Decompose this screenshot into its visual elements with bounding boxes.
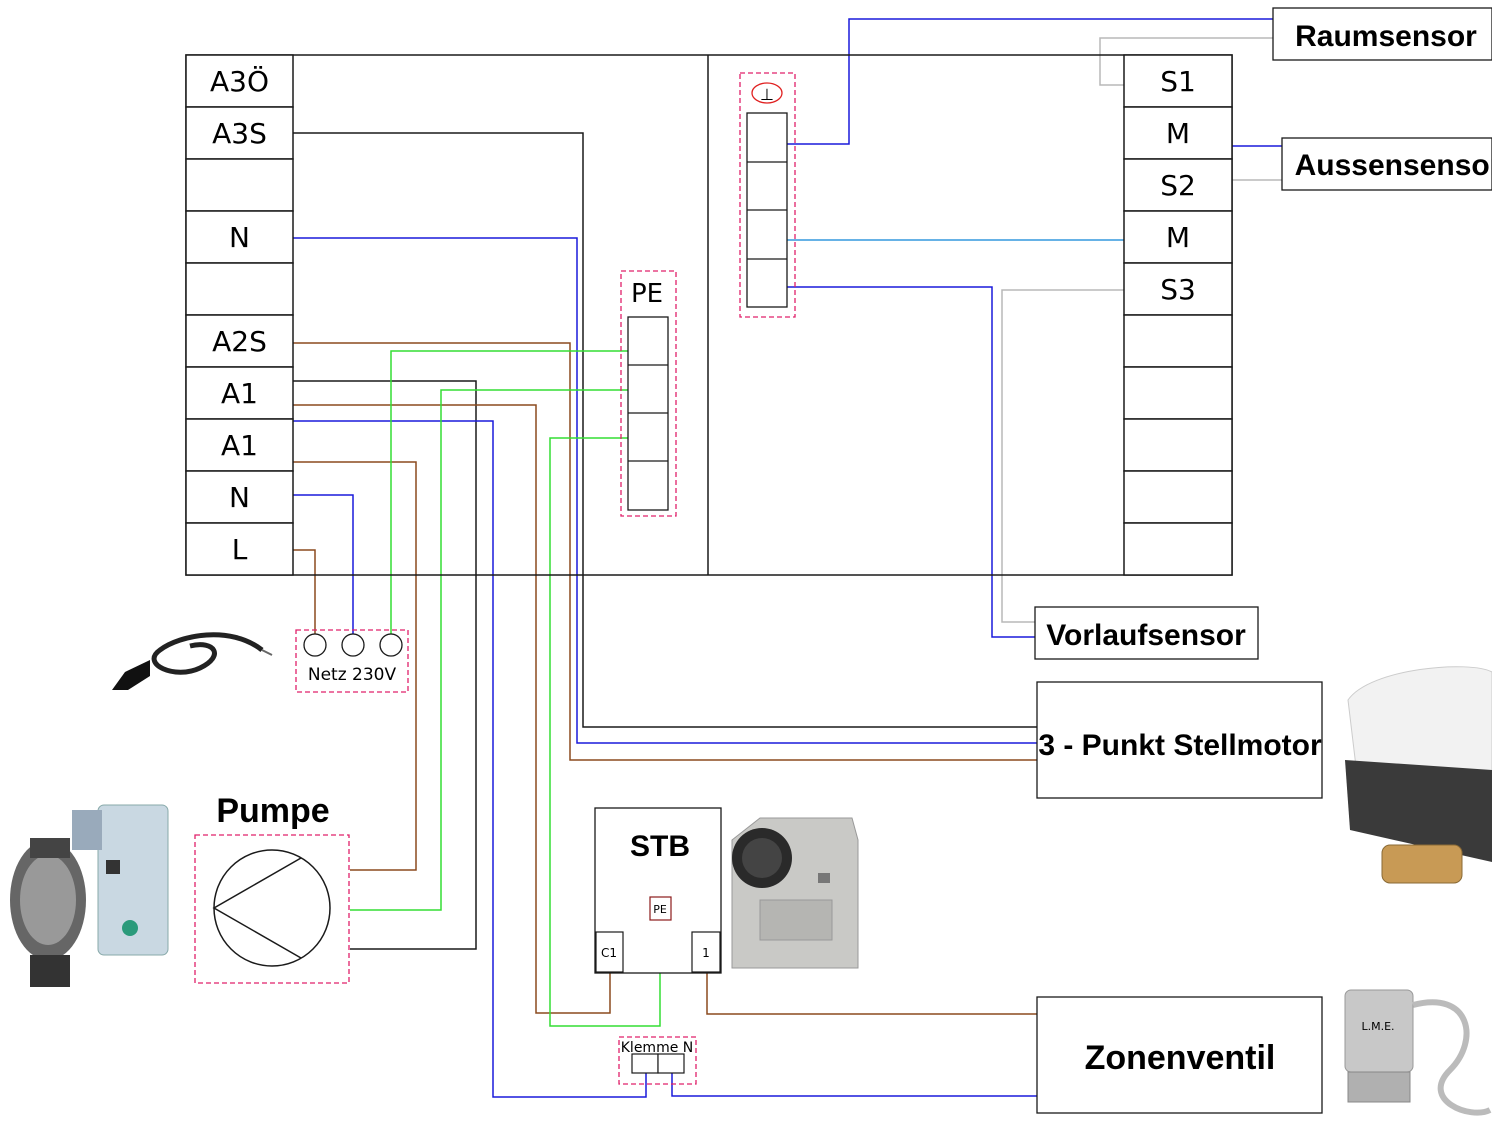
pump-picture: [10, 804, 169, 987]
klemme-n: Klemme N: [618, 1036, 697, 1085]
wire-stb-zonenventil: [706, 972, 1037, 1015]
actuator-picture: [1345, 666, 1492, 884]
stb-picture: [731, 817, 859, 969]
wire-pe-pump: [350, 389, 628, 911]
zone-valve-picture: L.M.E.: [1344, 989, 1492, 1116]
raumsensor: Raumsensor: [1272, 7, 1492, 61]
left-terminal-cell-8: [185, 470, 294, 524]
pe-block: PE: [620, 270, 677, 517]
mains-label: Netz 230V: [308, 665, 397, 685]
right-terminal-cell-0: [1123, 54, 1233, 108]
right-terminal-label-0: S1: [1160, 65, 1196, 98]
actuator-label: 3 - Punkt Stellmotor: [1038, 729, 1322, 762]
stb-box: STB PE C1 1: [594, 807, 722, 974]
ground-symbol-icon: [751, 82, 783, 104]
stb-label: STB: [630, 830, 690, 863]
right-terminal-cell-3: [1123, 210, 1233, 264]
right-terminal-cell-9: [1123, 522, 1233, 576]
vorlaufsensor-label: Vorlaufsensor: [1046, 619, 1246, 652]
right-terminal-label-1: M: [1166, 117, 1190, 150]
left-terminal-cell-2: [185, 158, 294, 212]
wire-a1-black-pump: [293, 380, 477, 950]
pump-label: Pumpe: [216, 792, 329, 830]
stb-1-label: 1: [702, 946, 710, 960]
right-terminal-label-2: S2: [1160, 169, 1196, 202]
vorlaufsensor: Vorlaufsensor: [1034, 606, 1259, 660]
left-terminal-cell-9: [185, 522, 294, 576]
left-terminal-cell-1: [185, 106, 294, 160]
left-terminal-label-0: A3Ö: [210, 64, 269, 98]
zonenventil-label: Zonenventil: [1085, 1039, 1276, 1077]
raumsensor-label: Raumsensor: [1295, 20, 1477, 53]
wire-vorlauf-grey: [1001, 289, 1124, 623]
wire-n-mains: [293, 494, 354, 635]
wire-klemme-zonenventil: [671, 1073, 1037, 1097]
right-terminal-cell-6: [1123, 366, 1233, 420]
ground-symbol-glyph: ⊥: [760, 85, 774, 104]
left-terminal-cell-3: [185, 210, 294, 264]
zonenventil-box: Zonenventil: [1036, 996, 1323, 1114]
svg-text:L.M.E.: L.M.E.: [1361, 1020, 1394, 1033]
right-terminal-cell-7: [1123, 418, 1233, 472]
mains-connector: Netz 230V: [295, 629, 409, 693]
ground-block: ⊥: [739, 72, 796, 318]
pe-block-frame: [620, 270, 677, 517]
left-terminal-cell-0: [185, 54, 294, 108]
wire-n-actuator: [293, 237, 1037, 744]
right-terminal-label-3: M: [1166, 221, 1190, 254]
right-terminal-cell-5: [1123, 314, 1233, 368]
wire-a3s: [293, 132, 1037, 728]
left-terminal-label-5: A2S: [212, 325, 267, 358]
left-terminal-label-3: N: [229, 221, 250, 254]
aussensensor: Aussensensor: [1281, 137, 1492, 191]
wires: [293, 18, 1282, 1098]
wire-a1-2-pump: [293, 461, 417, 871]
right-terminal-label-4: S3: [1160, 273, 1196, 306]
left-terminal-label-1: A3S: [212, 117, 267, 150]
left-terminal-cell-7: [185, 418, 294, 472]
pump-symbol: Pumpe: [194, 792, 350, 984]
right-terminal-cell-1: [1123, 106, 1233, 160]
wire-raumsensor-grey: [1099, 37, 1273, 86]
stb-pe-label: PE: [653, 903, 667, 916]
right-terminal-cell-4: [1123, 262, 1233, 316]
wire-a1-brown-stb: [293, 404, 611, 1014]
ground-block-frame: [739, 72, 796, 318]
aussensensor-label: Aussensensor: [1295, 149, 1492, 182]
actuator-box: 3 - Punkt Stellmotor: [1036, 681, 1323, 799]
left-terminal-label-9: L: [232, 533, 248, 566]
wire-vorlauf-blue: [787, 286, 1035, 638]
left-terminal-label-7: A1: [221, 429, 258, 462]
left-terminal-cell-5: [185, 314, 294, 368]
klemme-n-label: Klemme N: [621, 1040, 694, 1056]
power-cable-picture: [112, 632, 273, 690]
left-terminal-cell-4: [185, 262, 294, 316]
wire-a2s: [293, 342, 1037, 761]
left-terminal-label-6: A1: [221, 377, 258, 410]
wire-pe-stb: [549, 437, 661, 1027]
right-terminal-cell-2: [1123, 158, 1233, 212]
wire-l-mains: [293, 549, 316, 635]
wire-pe-mains: [390, 350, 628, 635]
right-terminal-cell-8: [1123, 470, 1233, 524]
wire-raumsensor-blue: [787, 18, 1273, 145]
stb-c1-label: C1: [601, 946, 617, 960]
pe-block-label: PE: [631, 279, 663, 309]
wire-a1-blue-klemme: [293, 420, 647, 1098]
left-terminal-label-8: N: [229, 481, 250, 514]
